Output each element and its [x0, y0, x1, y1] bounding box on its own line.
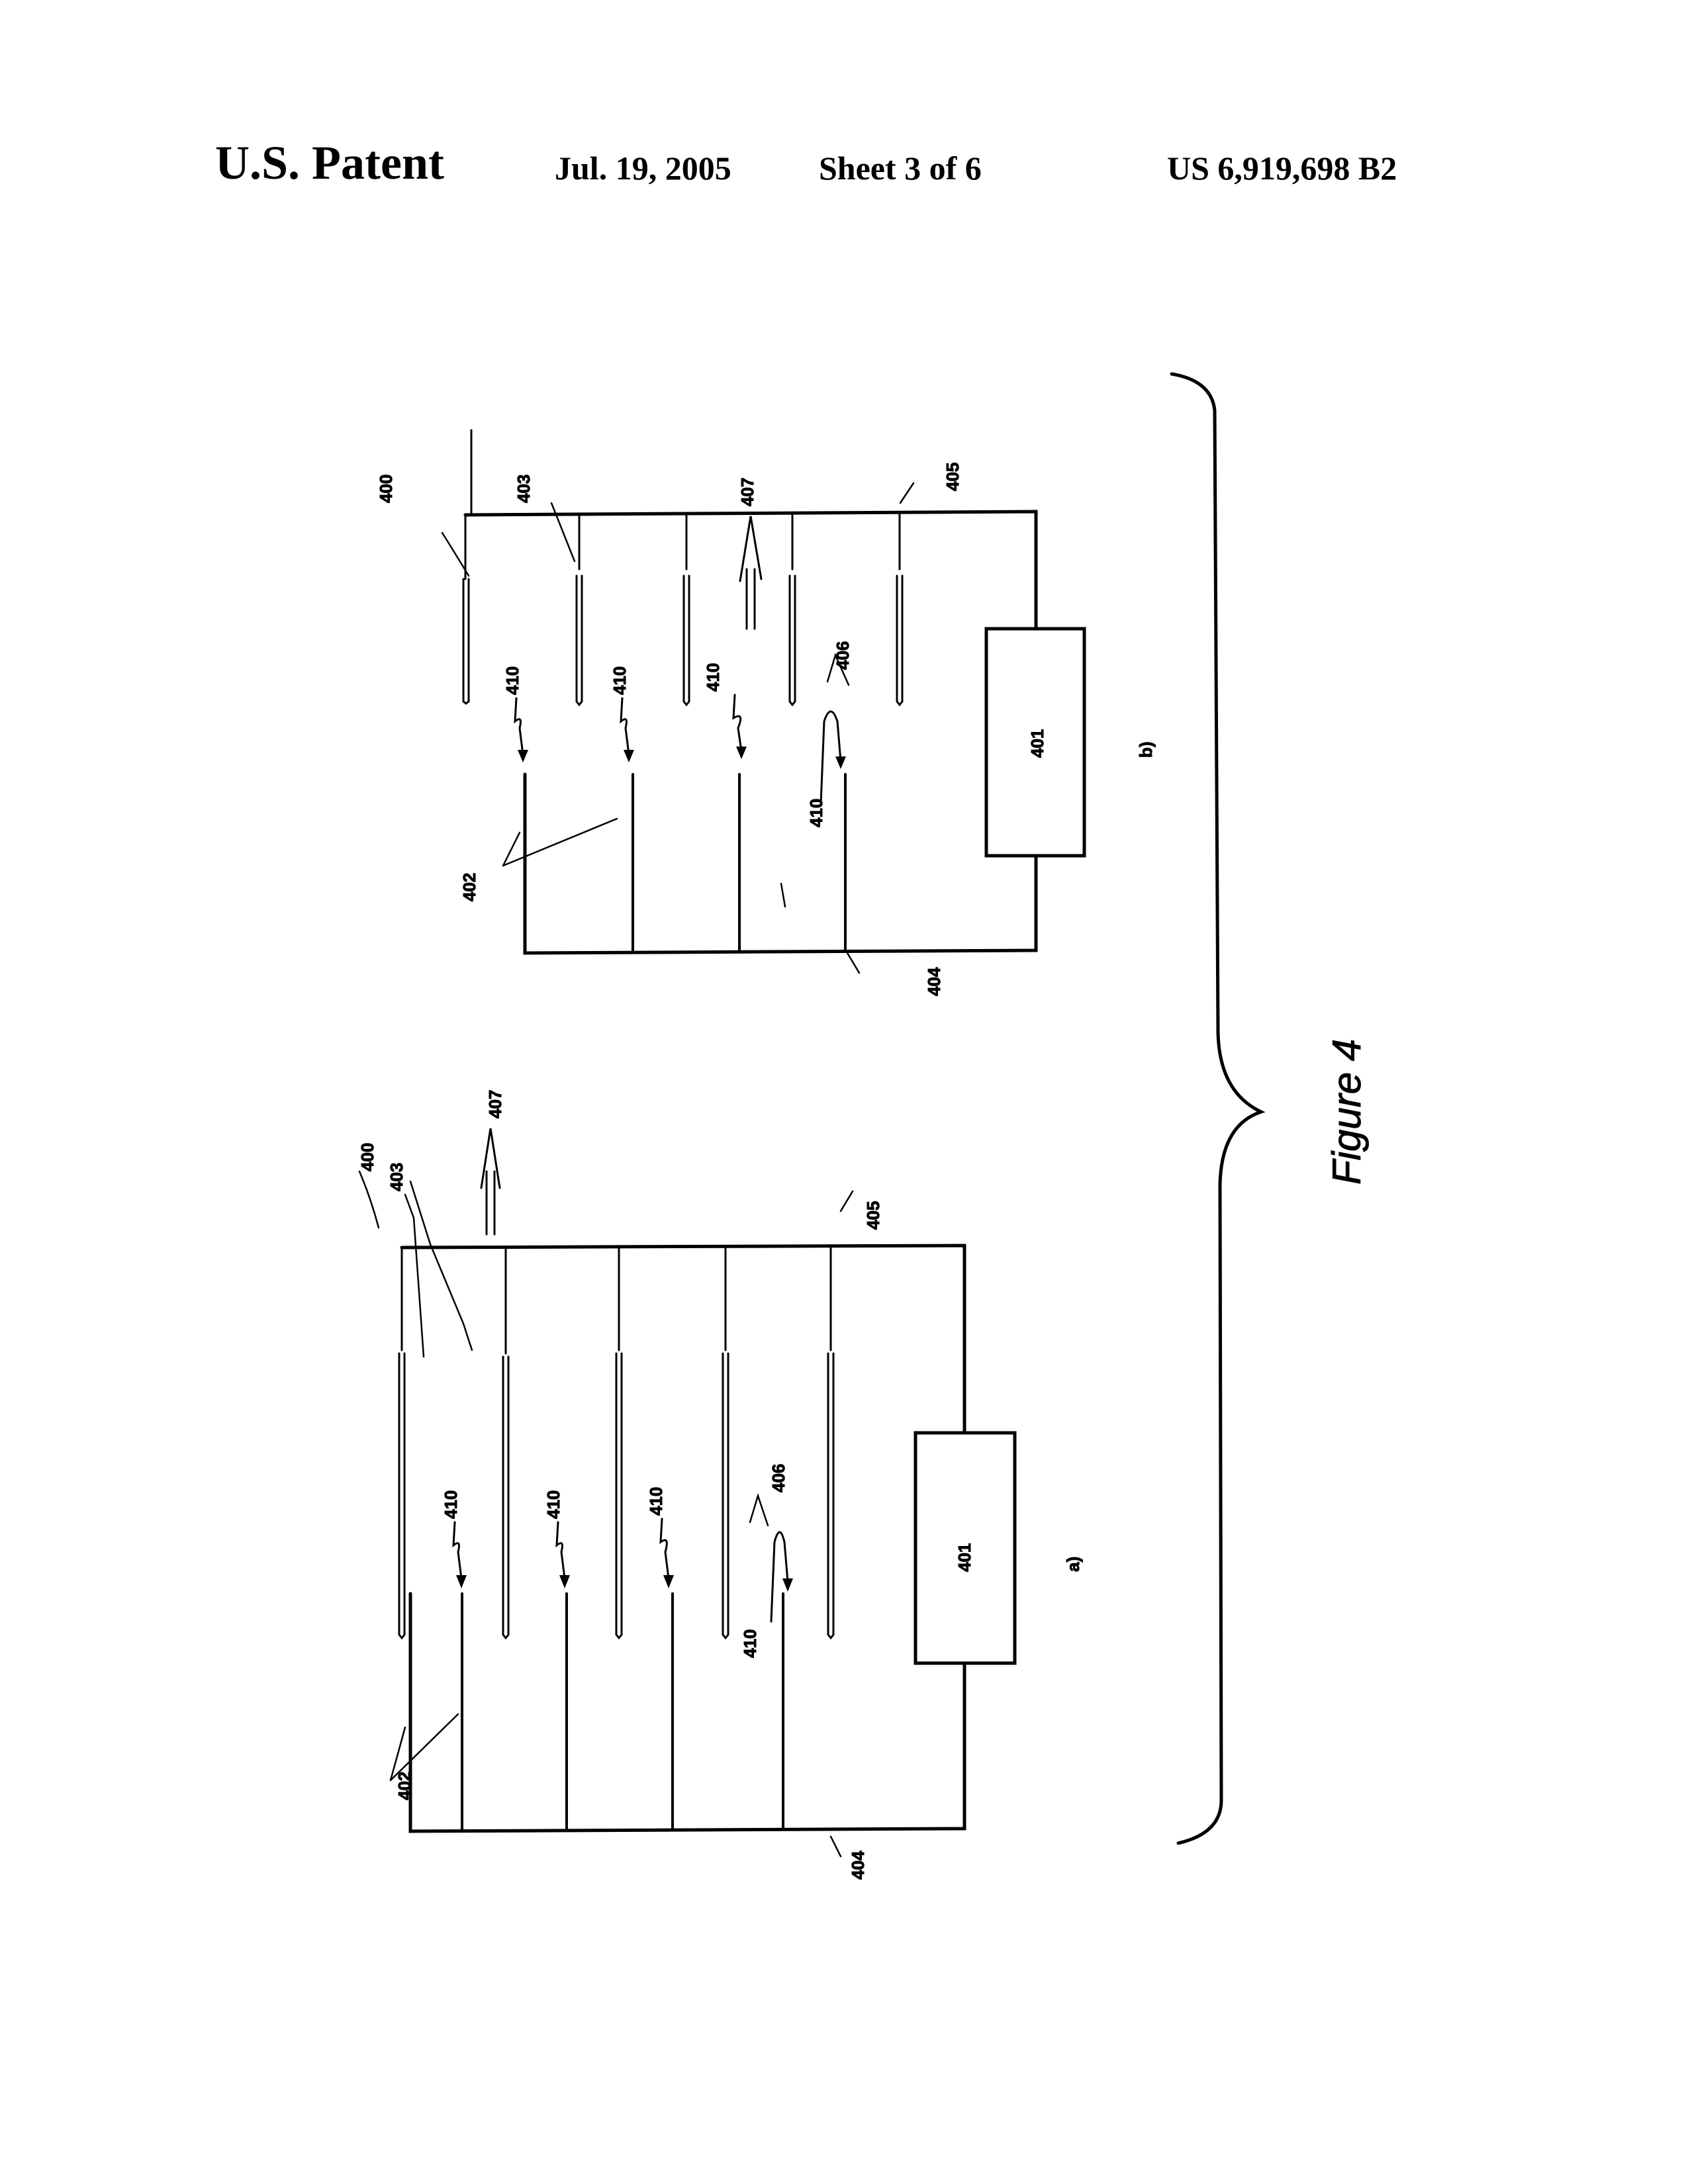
lower-bus-a: [408, 1592, 966, 1833]
labels-b: 400 403 407 405 410 410 410 406 410 401 …: [376, 462, 1156, 996]
label-410: 410: [646, 1487, 666, 1516]
label-410: 410: [441, 1490, 461, 1519]
upper-electrode: [462, 514, 470, 705]
discharge-arrow: [659, 1518, 670, 1580]
label-404: 404: [848, 1850, 868, 1880]
arrowhead: [663, 1575, 674, 1588]
subfigure-a: 400 403 407 405 410 410 410 406 410 401 …: [357, 1089, 1084, 1880]
arrowhead: [736, 747, 747, 759]
label-400: 400: [357, 1143, 377, 1171]
lower-electrodes-a: [461, 1592, 784, 1833]
arrowhead: [624, 750, 634, 762]
label-404: 404: [924, 967, 944, 996]
label-410: 410: [740, 1629, 760, 1658]
sheet-number: Sheet 3 of 6: [819, 150, 982, 187]
labels-a: 400 403 407 405 410 410 410 406 410 401 …: [357, 1089, 1084, 1880]
label-403: 403: [387, 1163, 406, 1191]
upper-electrode: [502, 1246, 510, 1640]
discharge-arrow-curved: [820, 710, 842, 805]
label-410: 410: [610, 666, 630, 695]
upper-electrode: [788, 514, 796, 707]
upper-electrode: [575, 514, 583, 707]
label-403: 403: [514, 475, 534, 503]
upper-electrodes-a: [398, 1244, 835, 1640]
label-406: 406: [833, 641, 853, 670]
discharge-arrows-a: [452, 1518, 789, 1623]
discharge-arrow-curved: [770, 1531, 789, 1623]
label-402: 402: [459, 873, 479, 901]
arrowhead: [782, 1578, 793, 1592]
upper-electrodes-b: [462, 429, 904, 707]
discharge-arrow: [732, 694, 743, 752]
discharge-arrow: [452, 1521, 463, 1580]
subfigure-label-a: a): [1063, 1557, 1083, 1572]
upper-electrode: [682, 514, 690, 707]
discharge-arrows-b: [514, 694, 842, 805]
label-410: 410: [502, 666, 522, 695]
label-401: 401: [955, 1543, 974, 1572]
subfigure-b: 400 403 407 405 410 410 410 406 410 401 …: [376, 429, 1156, 997]
label-400: 400: [376, 475, 396, 503]
output-arrow-b: [739, 516, 763, 630]
label-405: 405: [863, 1201, 883, 1230]
discharge-arrow: [555, 1521, 566, 1580]
label-407: 407: [485, 1090, 505, 1118]
leader-lines-a: [358, 1170, 854, 1858]
label-410: 410: [543, 1490, 563, 1519]
label-402: 402: [395, 1772, 414, 1800]
figure-caption: Figure 4: [1325, 1039, 1369, 1185]
label-407: 407: [737, 478, 757, 506]
arrowhead: [835, 756, 846, 769]
label-401: 401: [1027, 729, 1047, 758]
grouping-brace: [1170, 372, 1266, 1845]
leader-lines-b: [441, 482, 915, 974]
label-405: 405: [943, 463, 962, 491]
subfigure-label-b: b): [1136, 741, 1156, 758]
upper-electrode: [615, 1246, 623, 1640]
patent-number: US 6,919,698 B2: [1167, 150, 1397, 187]
lower-bus-b: [523, 772, 1038, 955]
upper-bus-a: [400, 1244, 966, 1435]
label-406: 406: [769, 1464, 788, 1492]
arrowhead: [456, 1575, 467, 1588]
label-410: 410: [703, 663, 723, 692]
upper-bus-b: [463, 510, 1038, 631]
upper-electrode: [398, 1246, 406, 1640]
patent-date: Jul. 19, 2005: [555, 150, 731, 187]
upper-electrode: [827, 1244, 835, 1640]
arrowhead: [559, 1575, 570, 1588]
upper-electrode: [722, 1245, 729, 1640]
arrowhead: [518, 750, 528, 762]
patent-header-title: U.S. Patent: [215, 136, 444, 189]
lower-electrodes-b: [632, 773, 847, 953]
label-410: 410: [806, 799, 826, 827]
output-arrow-a: [480, 1128, 501, 1236]
upper-electrode: [896, 512, 904, 707]
discharge-arrow: [620, 697, 630, 756]
discharge-arrow: [514, 697, 524, 756]
